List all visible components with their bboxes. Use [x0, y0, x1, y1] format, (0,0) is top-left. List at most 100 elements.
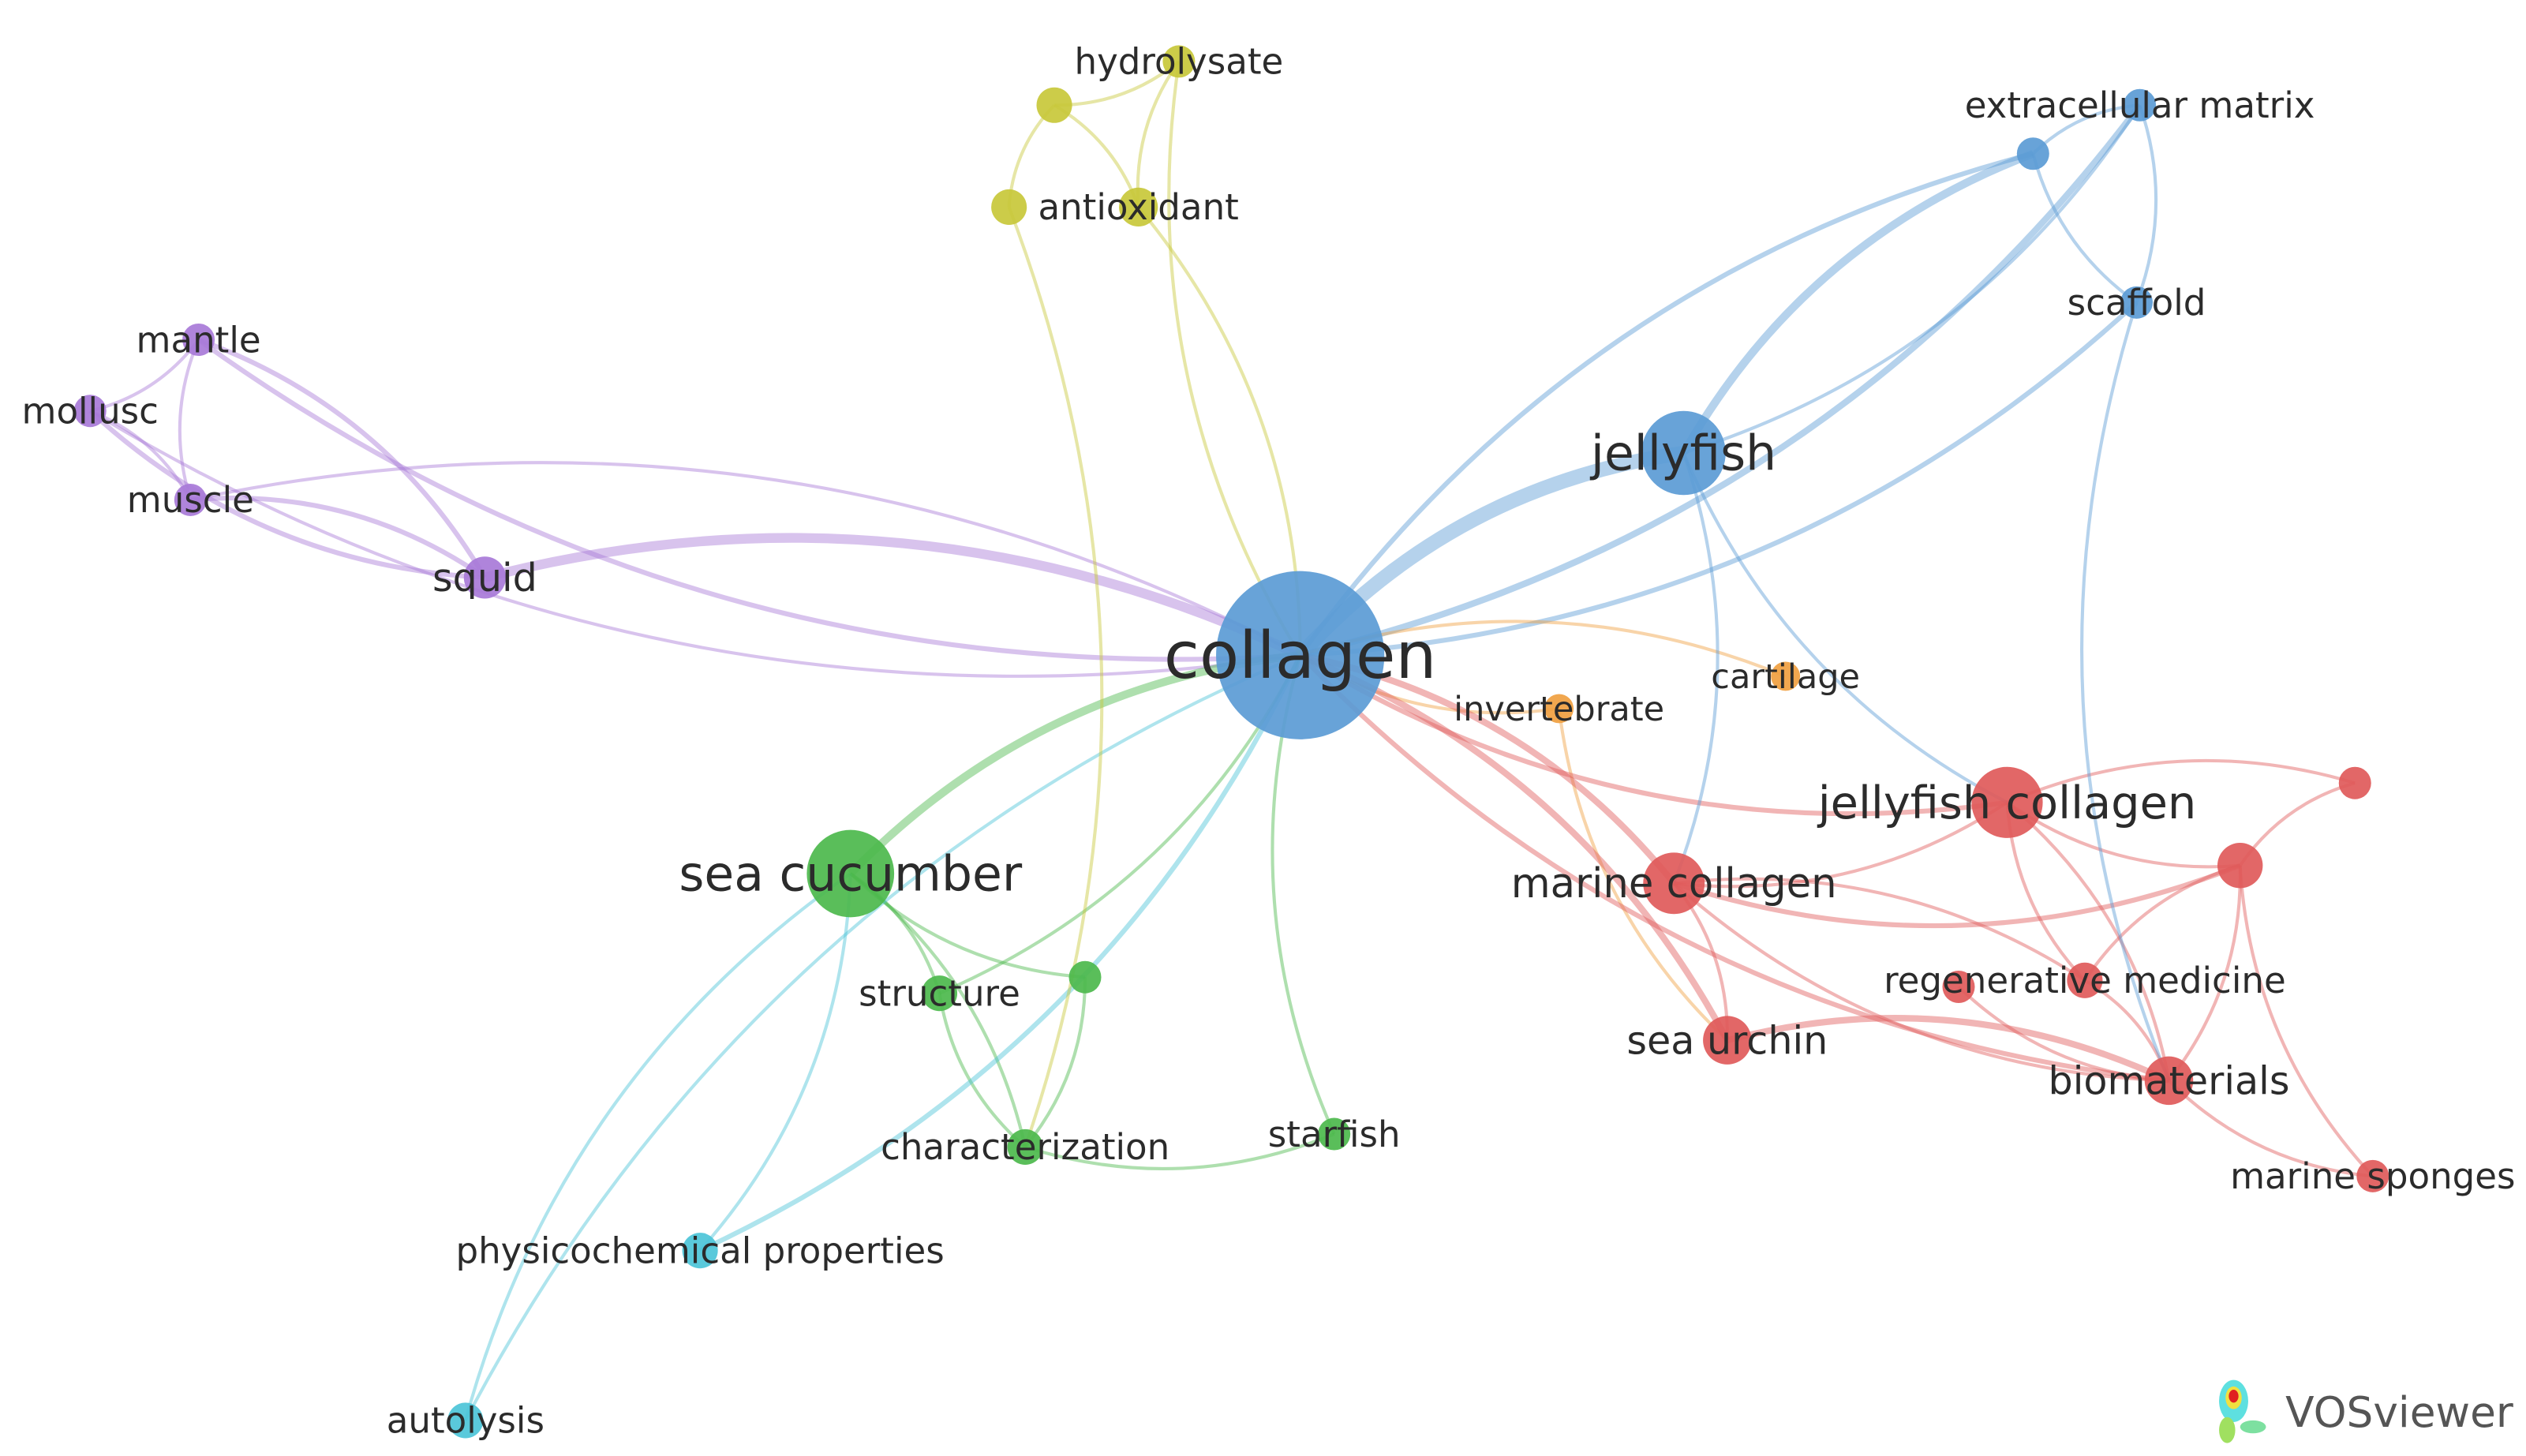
node-label-jellyfish[interactable]: jellyfish	[1589, 425, 1776, 482]
edge-green2-characterization	[1023, 977, 1087, 1148]
node-mollusc[interactable]	[73, 395, 107, 428]
node-label-jfcollagen[interactable]: jellyfish collagen	[1817, 777, 2197, 829]
node-marinecollagen[interactable]	[1643, 852, 1705, 915]
node-squid[interactable]	[463, 556, 507, 599]
node-biomaterials[interactable]	[2144, 1056, 2194, 1106]
node-scaffold[interactable]	[2120, 286, 2153, 319]
node-seacucumber[interactable]	[806, 829, 895, 918]
edge-mollusc-muscle	[89, 409, 193, 501]
edge-jellyfish-blue2	[1680, 149, 2035, 455]
node-yellow3[interactable]	[991, 189, 1027, 225]
edge-jellyfish-ecm	[1682, 104, 2142, 455]
edge-jellyfish-jfcollagen	[1682, 452, 2008, 804]
vosviewer-heatmap-icon	[2219, 1379, 2266, 1443]
edge-red3-biomaterials	[2167, 865, 2242, 1082]
node-cartilage[interactable]	[1771, 661, 1801, 691]
edge-collagen-muscle	[189, 461, 1301, 657]
node-seaurchin[interactable]	[1703, 1016, 1752, 1065]
node-label-cartilage[interactable]: cartilage	[1711, 657, 1860, 697]
edge-ecm-scaffold	[2135, 104, 2158, 304]
edge-biomaterials-sponges	[2168, 1079, 2373, 1178]
edge-squid-mantle	[197, 337, 488, 579]
node-label-scaffold[interactable]: scaffold	[2068, 282, 2206, 324]
node-label-hydrolysate[interactable]: hydrolysate	[1075, 41, 1284, 83]
node-red3[interactable]	[2217, 843, 2263, 889]
node-label-regen[interactable]: regenerative medicine	[1884, 960, 2286, 1001]
node-hydrolysate[interactable]	[1162, 45, 1196, 78]
edge-squid-mollusc	[88, 409, 485, 580]
edge-marinecollagen-biomaterials	[1672, 881, 2169, 1083]
edge-collagen-physico	[698, 653, 1303, 1253]
node-regen[interactable]	[2067, 962, 2103, 998]
label-layer: collagen jellyfish extracellular matrix sca…	[22, 41, 2516, 1442]
edge-jfcollagen-red2	[2006, 758, 2356, 804]
edge-collagen-mollusc	[89, 409, 1300, 678]
node-physico[interactable]	[682, 1233, 718, 1269]
node-label-structure[interactable]: structure	[859, 972, 1020, 1014]
node-label-ecm[interactable]: extracellular matrix	[1965, 84, 2315, 126]
node-label-antioxidant[interactable]: antioxidant	[1038, 186, 1238, 228]
edge-yellow3-characterization	[1007, 206, 1104, 1148]
node-label-sponges[interactable]: marine sponges	[2230, 1155, 2515, 1197]
edge-jfcollagen-biomaterials	[2006, 801, 2171, 1081]
edge-mantle-mollusc	[89, 339, 200, 413]
node-collagen[interactable]	[1216, 571, 1385, 739]
edge-squid-muscle	[190, 495, 487, 580]
node-label-seacucumber[interactable]: sea cucumber	[679, 846, 1022, 903]
node-ecm[interactable]	[2124, 88, 2157, 122]
node-structure[interactable]	[921, 975, 958, 1012]
edge-invertebrate-seaurchin	[1557, 708, 1729, 1042]
node-label-physico[interactable]: physicochemical properties	[455, 1230, 944, 1271]
edge-collagen-hydrolysate	[1167, 61, 1302, 657]
node-invertebrate[interactable]	[1544, 694, 1574, 724]
edge-blue2-scaffold	[2031, 153, 2138, 305]
node-label-autolysis[interactable]: autolysis	[387, 1400, 544, 1442]
node-label-seaurchin[interactable]: sea urchin	[1626, 1017, 1828, 1063]
edge-scaffold-biomaterials	[2080, 301, 2171, 1082]
node-label-invertebrate[interactable]: invertebrate	[1454, 690, 1664, 729]
edge-collagen-ecm	[1299, 103, 2142, 659]
edge-marinecollagen-regen	[1673, 877, 2086, 983]
node-muscle[interactable]	[174, 483, 207, 516]
node-label-biomaterials[interactable]: biomaterials	[2049, 1058, 2290, 1104]
edge-seacucumber-physico	[698, 873, 852, 1252]
edge-collagen-scaffold	[1300, 301, 2139, 658]
edge-jellyfish-marinecollagen	[1672, 452, 1720, 885]
edge-red3-regen	[2083, 863, 2241, 982]
node-label-characterization[interactable]: characterization	[881, 1126, 1169, 1168]
edge-collagen-seaurchin	[1299, 652, 1731, 1042]
edge-seacucumber-autolysis	[463, 872, 851, 1421]
node-characterization[interactable]	[1007, 1128, 1043, 1165]
node-red2[interactable]	[2338, 766, 2371, 799]
brand-name: VOSviewer	[2285, 1388, 2513, 1437]
edge-structure-characterization	[937, 993, 1027, 1148]
node-label-marinecollagen[interactable]: marine collagen	[1511, 860, 1837, 908]
node-antioxidant[interactable]	[1119, 187, 1158, 226]
node-blue2[interactable]	[2016, 137, 2049, 170]
node-jfcollagen[interactable]	[1971, 766, 2043, 838]
node-autolysis[interactable]	[447, 1402, 484, 1439]
node-jellyfish[interactable]	[1641, 410, 1726, 496]
node-label-mollusc[interactable]: mollusc	[22, 390, 159, 432]
edge-layer	[88, 60, 2374, 1421]
node-label-muscle[interactable]: muscle	[127, 479, 254, 521]
edge-collagen-autolysis	[464, 653, 1301, 1421]
node-label-collagen[interactable]: collagen	[1164, 619, 1437, 694]
node-sponges[interactable]	[2356, 1159, 2389, 1192]
edge-marinecollagen-red3	[1673, 863, 2241, 929]
vosviewer-logo: VOSviewer	[2219, 1379, 2513, 1443]
node-label-starfish[interactable]: starfish	[1268, 1114, 1401, 1155]
edge-collagen-jfcollagen	[1299, 653, 2008, 817]
edge-seacucumber-characterization	[849, 872, 1027, 1147]
node-mantle[interactable]	[182, 324, 215, 356]
node-label-mantle[interactable]: mantle	[137, 319, 261, 361]
node-red4[interactable]	[1942, 971, 1975, 1003]
node-yellow2[interactable]	[1036, 87, 1072, 123]
node-starfish[interactable]	[1318, 1117, 1351, 1151]
edge-jfcollagen-marinecollagen	[1673, 801, 2008, 889]
edge-red4-biomaterials	[1957, 986, 2169, 1083]
node-green2[interactable]	[1068, 960, 1102, 994]
node-label-squid[interactable]: squid	[432, 555, 537, 601]
